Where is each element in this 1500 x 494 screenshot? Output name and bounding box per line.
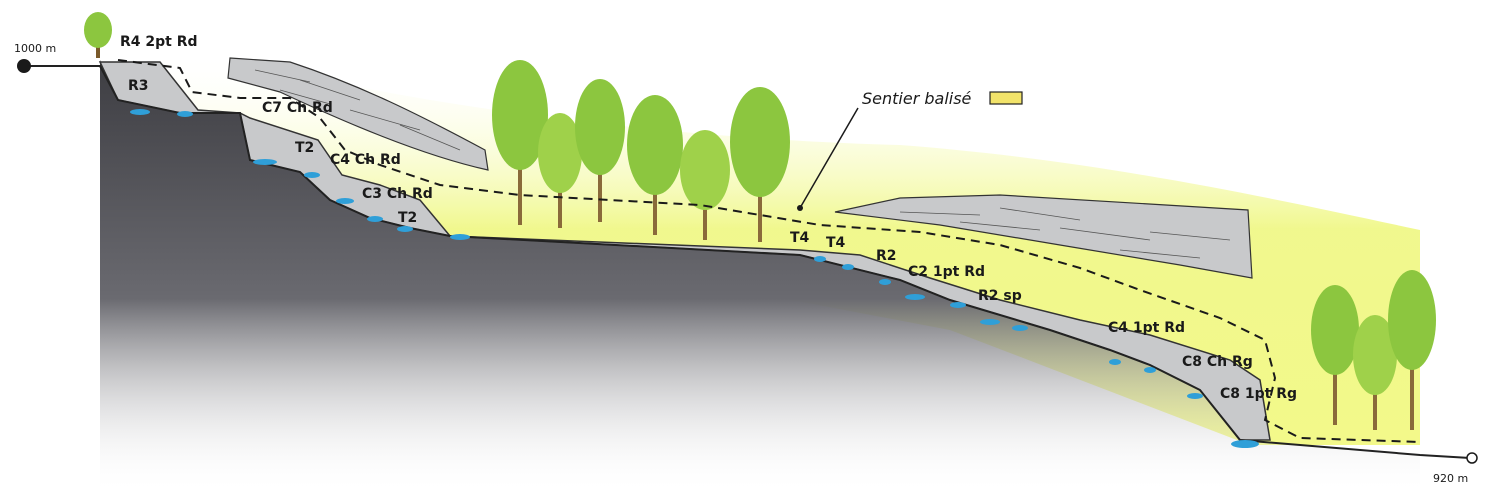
obstacle-label: T4 — [790, 230, 810, 246]
legend-label: Sentier balisé — [862, 89, 972, 108]
obstacle-label: R4 2pt Rd — [120, 34, 198, 50]
legend-swatch — [989, 91, 1023, 105]
obstacle-label: T2 — [295, 140, 314, 156]
obstacle-label: C7 Ch Rd — [262, 100, 333, 116]
rock-slab-upper — [227, 57, 489, 171]
legend-leader-dot — [797, 205, 803, 211]
obstacle-label: R2 — [876, 248, 897, 264]
obstacle-label: C8 1pt Rg — [1220, 386, 1297, 402]
altitude-top-label: 1000 m — [14, 42, 56, 55]
obstacle-label: C2 1pt Rd — [908, 264, 985, 280]
altitude-bottom-label: 920 m — [1433, 472, 1468, 485]
legend-leader-line — [799, 107, 859, 209]
obstacle-label: R2 sp — [978, 288, 1022, 304]
obstacle-label: C4 1pt Rd — [1108, 320, 1185, 336]
obstacle-label: C3 Ch Rd — [362, 186, 433, 202]
water-pools — [130, 109, 1259, 448]
obstacle-label: T4 — [826, 235, 846, 251]
obstacle-label: R3 — [128, 78, 149, 94]
obstacle-labels: R4 2pt Rd R3 C7 Ch Rd T2 C4 Ch Rd C3 Ch … — [120, 34, 1297, 402]
rock-slab-lower — [834, 194, 1253, 279]
obstacle-label: T2 — [398, 210, 417, 226]
marked-trail — [117, 59, 1421, 443]
cliff-mass — [100, 60, 1420, 494]
obstacle-label: C4 Ch Rd — [330, 152, 401, 168]
obstacle-label: C8 Ch Rg — [1182, 354, 1253, 370]
trees — [84, 12, 1436, 430]
altitude-top-marker — [17, 59, 31, 73]
altitude-bottom-marker — [1466, 452, 1478, 464]
ground-line — [25, 65, 1471, 459]
